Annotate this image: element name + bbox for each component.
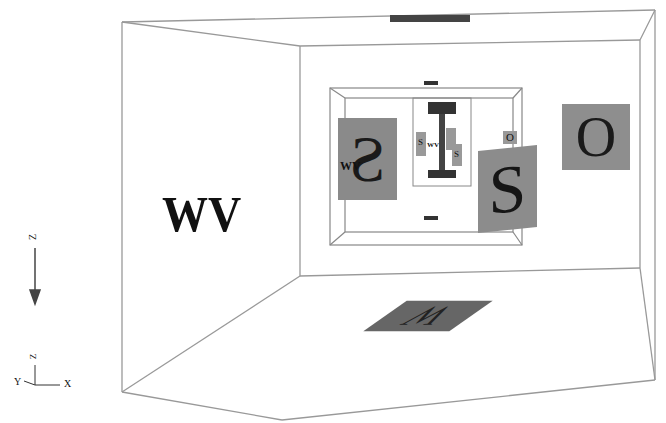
box-edge	[121, 22, 122, 392]
inner-edge	[513, 232, 522, 245]
box-edge	[640, 10, 655, 40]
mirrored-panel: S	[338, 118, 397, 200]
inner-edge	[513, 88, 522, 98]
inner-vent	[424, 216, 438, 220]
axis-label: Y	[14, 377, 21, 387]
box-edge	[122, 10, 655, 22]
panel-letter: S	[349, 126, 386, 192]
device-tag: WV	[427, 142, 439, 149]
box-edge	[122, 276, 300, 392]
axis-label: Z	[29, 354, 38, 360]
box-edge	[639, 40, 640, 268]
box-edge	[282, 380, 655, 420]
panel-letter: W	[393, 302, 464, 329]
panel-letter: S	[489, 153, 527, 225]
box-edge	[300, 268, 640, 276]
box-edge	[654, 10, 655, 380]
device-tag: S	[454, 150, 459, 159]
front-panel: S	[478, 145, 537, 233]
axis-triad	[24, 365, 60, 385]
box-edge	[122, 22, 300, 46]
axis-label: X	[64, 379, 71, 389]
top-vent	[390, 15, 470, 22]
wall-label: WV	[162, 190, 241, 241]
panel-tag: WV	[340, 160, 361, 172]
floor-panel: W	[363, 301, 492, 331]
box-edge	[300, 40, 640, 46]
device-model	[413, 98, 471, 186]
panel-letter: O	[506, 132, 514, 143]
small-panel: O	[503, 131, 517, 144]
gravity-arrow	[30, 248, 40, 304]
box-edge	[122, 392, 282, 420]
inner-vent	[424, 81, 438, 85]
box-edge	[299, 46, 300, 276]
right-panel: O	[562, 104, 630, 170]
device-tag: S	[418, 138, 423, 147]
gravity-label: Z	[28, 234, 38, 240]
inner-edge	[330, 232, 345, 245]
panel-letter: O	[576, 109, 616, 165]
inner-edge	[330, 88, 345, 98]
box-edge	[640, 268, 655, 380]
